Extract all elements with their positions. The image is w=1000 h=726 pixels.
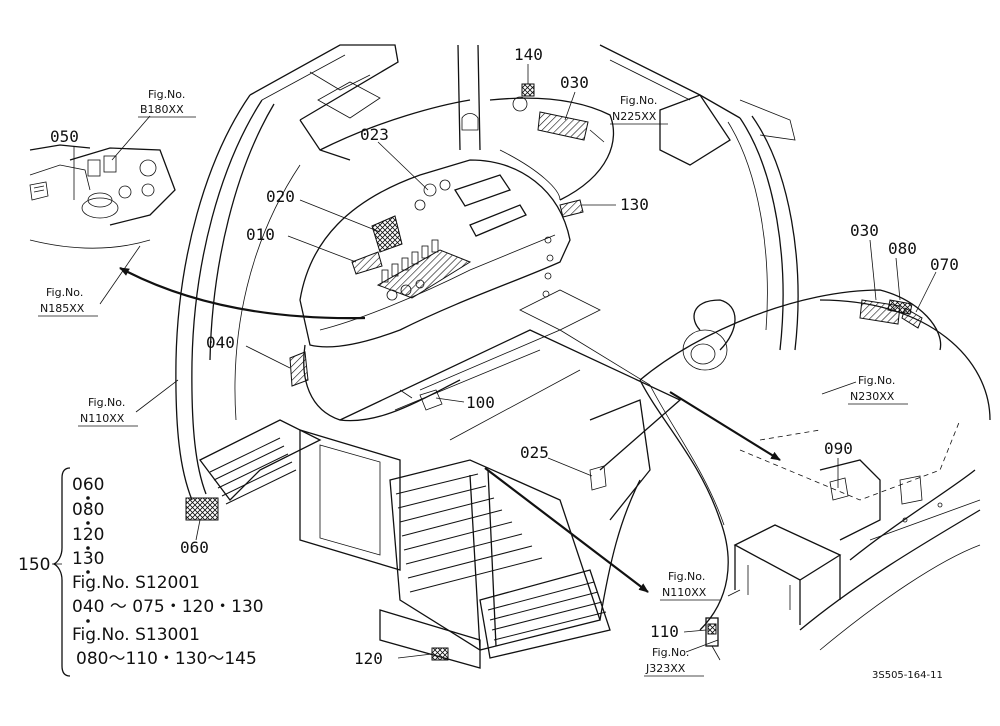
figure-references: Fig.No. B180XX Fig.No. N225XX Fig.No. N1…	[38, 88, 908, 677]
leader-lines	[73, 64, 937, 659]
callout-020: 020	[266, 187, 295, 206]
callout-010: 010	[246, 225, 275, 244]
callout-030-fender: 030	[850, 221, 879, 240]
fig-ref-n230-number: N230XX	[850, 390, 895, 403]
decal-030-top	[537, 111, 589, 141]
kit-ref2-title: Fig.No. S13001	[72, 625, 200, 645]
callout-023: 023	[360, 125, 389, 144]
callout-040: 040	[206, 333, 235, 352]
callout-numbers: 140 030 023 050 020 010 130 030 080 070 …	[50, 45, 959, 668]
fig-ref-n225-title: Fig.No.	[620, 94, 657, 107]
fig-ref-n110-number: N110XX	[80, 412, 125, 425]
callout-060: 060	[180, 538, 209, 557]
callout-070: 070	[930, 255, 959, 274]
fig-ref-n225-number: N225XX	[612, 110, 657, 123]
callout-025: 025	[520, 443, 549, 462]
cab-drawing	[175, 44, 991, 669]
kit-item-080: 080	[72, 500, 104, 520]
kit-ref1-items: 040 ～ 075・120・130	[72, 597, 264, 617]
fig-ref-n185-title: Fig.No.	[46, 286, 83, 299]
part-040	[289, 351, 309, 387]
fig-ref-j323-title: Fig.No.	[652, 646, 689, 659]
part-060	[185, 497, 219, 521]
callout-030-top: 030	[560, 73, 589, 92]
front-grate	[479, 569, 611, 659]
part-140	[521, 83, 535, 97]
callout-140: 140	[514, 45, 543, 64]
callout-130: 130	[620, 195, 649, 214]
kit-item-060: 060	[72, 475, 104, 495]
left-grate	[209, 437, 297, 505]
fig-ref-b180-title: Fig.No.	[148, 88, 185, 101]
fig-ref-n110-title: Fig.No.	[88, 396, 125, 409]
fig-ref-n110b-title: Fig.No.	[668, 570, 705, 583]
reference-arrows	[119, 267, 781, 593]
kit-ref2-items: 080～110・130～145	[76, 649, 257, 669]
decal-020	[371, 215, 403, 253]
center-grate	[395, 473, 543, 593]
drawing-code: 3S505-164-11	[872, 670, 943, 681]
callout-050: 050	[50, 127, 79, 146]
fig-ref-n185-number: N185XX	[40, 302, 85, 315]
kit-ref1-title: Fig.No. S12001	[72, 573, 200, 593]
callout-100: 100	[466, 393, 495, 412]
decal-010	[351, 251, 383, 275]
kit-item-120: 120	[72, 525, 104, 545]
fig-ref-b180-number: B180XX	[140, 103, 184, 116]
part-110	[705, 617, 721, 661]
kit-number: 150	[18, 555, 50, 575]
part-120	[431, 647, 449, 661]
callout-080: 080	[888, 239, 917, 258]
callout-090: 090	[824, 439, 853, 458]
fig-ref-n110b-number: N110XX	[662, 586, 707, 599]
kit-item-130: 130	[72, 549, 104, 569]
inset-bottom-right	[733, 419, 981, 651]
switch-row	[381, 239, 439, 283]
callout-110: 110	[650, 622, 679, 641]
kit-list-150: 150 060 080 120 130 Fig.No. S12001 040 ～…	[18, 467, 264, 677]
inset-top-left	[29, 144, 176, 249]
fig-ref-n230-title: Fig.No.	[858, 374, 895, 387]
callout-120: 120	[354, 649, 383, 668]
fig-ref-j323-number: J323XX	[645, 662, 686, 675]
